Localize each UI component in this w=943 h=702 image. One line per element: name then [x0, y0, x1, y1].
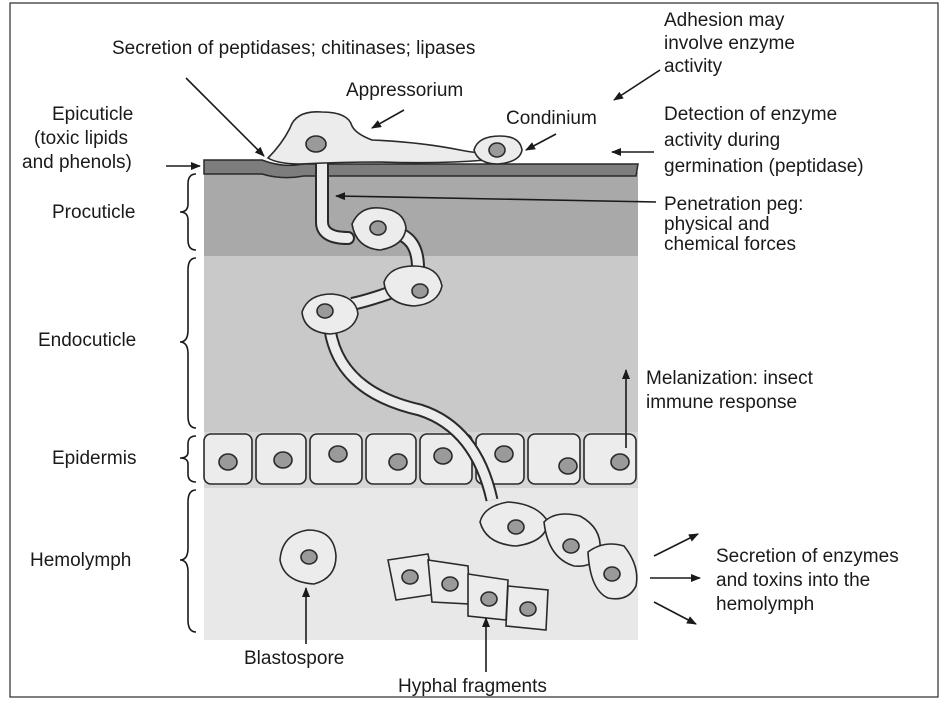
blastospore-label: Blastospore	[244, 648, 344, 669]
secretion-hemolymph-line: Secretion of enzymes	[716, 546, 899, 567]
epidermal-nucleus	[495, 446, 513, 462]
melanization-label: Melanization: insect immune response	[646, 368, 818, 413]
secretion-hemolymph-line: hemolymph	[716, 594, 814, 615]
secretion-top-arrow	[186, 78, 264, 156]
hyphal-cell-nucleus	[370, 221, 386, 235]
fragment-nucleus	[402, 570, 418, 584]
secretion-hemolymph-line: and toxins into the	[716, 570, 870, 591]
blastospore-nucleus	[301, 550, 317, 564]
detection-line: germination (peptidase)	[664, 156, 864, 177]
epidermal-nucleus	[329, 446, 347, 462]
epicuticle-label: Epicuticle (toxic lipids and phenols)	[22, 104, 139, 173]
adhesion-line: Adhesion may	[664, 10, 785, 31]
fragment-nucleus	[481, 592, 497, 606]
hyphal-cell	[384, 266, 442, 306]
adhesion-line: activity	[664, 56, 723, 77]
detection-line: activity during	[664, 130, 780, 151]
endocuticle-brace	[180, 258, 196, 428]
epidermal-nucleus	[219, 454, 237, 470]
hyphal-fragments-label: Hyphal fragments	[398, 676, 547, 697]
procuticle-brace	[180, 174, 196, 250]
fragment-nucleus	[442, 577, 458, 591]
appressorium-label: Appressorium	[346, 80, 463, 101]
penetration-line: Penetration peg:	[664, 194, 803, 215]
condinium-arrow	[526, 134, 556, 150]
secretion-hemolymph-arrow-down	[654, 602, 696, 624]
epidermal-nucleus	[434, 448, 452, 464]
adhesion-line: involve enzyme	[664, 33, 795, 54]
epidermal-nucleus	[274, 452, 292, 468]
hemolymph-cell-nucleus	[508, 520, 524, 534]
secretion-hemolymph-label: Secretion of enzymes and toxins into the…	[716, 546, 904, 615]
penetration-line: chemical forces	[664, 234, 796, 255]
hemolymph-cell-nucleus	[604, 567, 620, 581]
layer-braces	[180, 174, 196, 632]
hemolymph-brace	[180, 490, 196, 632]
epicuticle-line: and phenols)	[22, 152, 132, 173]
penetration-line: physical and	[664, 214, 770, 235]
epidermis-label: Epidermis	[52, 448, 136, 469]
hemolymph-cell-nucleus	[563, 539, 579, 553]
hemolymph-label: Hemolymph	[30, 550, 131, 571]
detection-line: Detection of enzyme	[664, 104, 837, 125]
secretion-hemolymph-arrow-up	[654, 534, 698, 556]
epicuticle-line: (toxic lipids	[34, 128, 128, 149]
penetration-label: Penetration peg: physical and chemical f…	[664, 194, 809, 255]
fragment-nucleus	[520, 602, 536, 616]
epidermal-nucleus	[389, 454, 407, 470]
hyphal-cell-nucleus	[317, 304, 333, 318]
endocuticle-label: Endocuticle	[38, 330, 136, 351]
epidermis-cells	[204, 434, 636, 484]
procuticle-layer	[204, 172, 638, 256]
secretion-top-label: Secretion of peptidases; chitinases; lip…	[112, 38, 475, 59]
procuticle-label: Procuticle	[52, 202, 135, 223]
detection-label: Detection of enzyme activity during germ…	[664, 104, 864, 177]
appressorium-nucleus	[306, 136, 326, 152]
appressorium-arrow	[372, 110, 404, 128]
condinium-nucleus	[489, 143, 505, 157]
appressorium-cell	[268, 112, 486, 164]
epidermal-nucleus	[559, 458, 577, 474]
epidermal-nucleus	[611, 454, 629, 470]
epidermis-brace	[180, 436, 196, 482]
melanization-line: immune response	[646, 392, 797, 413]
hyphal-cell-nucleus	[412, 284, 428, 298]
adhesion-arrow	[614, 70, 660, 100]
melanization-line: Melanization: insect	[646, 368, 814, 389]
condinium-label: Condinium	[506, 108, 597, 129]
epicuticle-line: Epicuticle	[52, 104, 133, 125]
adhesion-label: Adhesion may involve enzyme activity	[664, 10, 800, 77]
